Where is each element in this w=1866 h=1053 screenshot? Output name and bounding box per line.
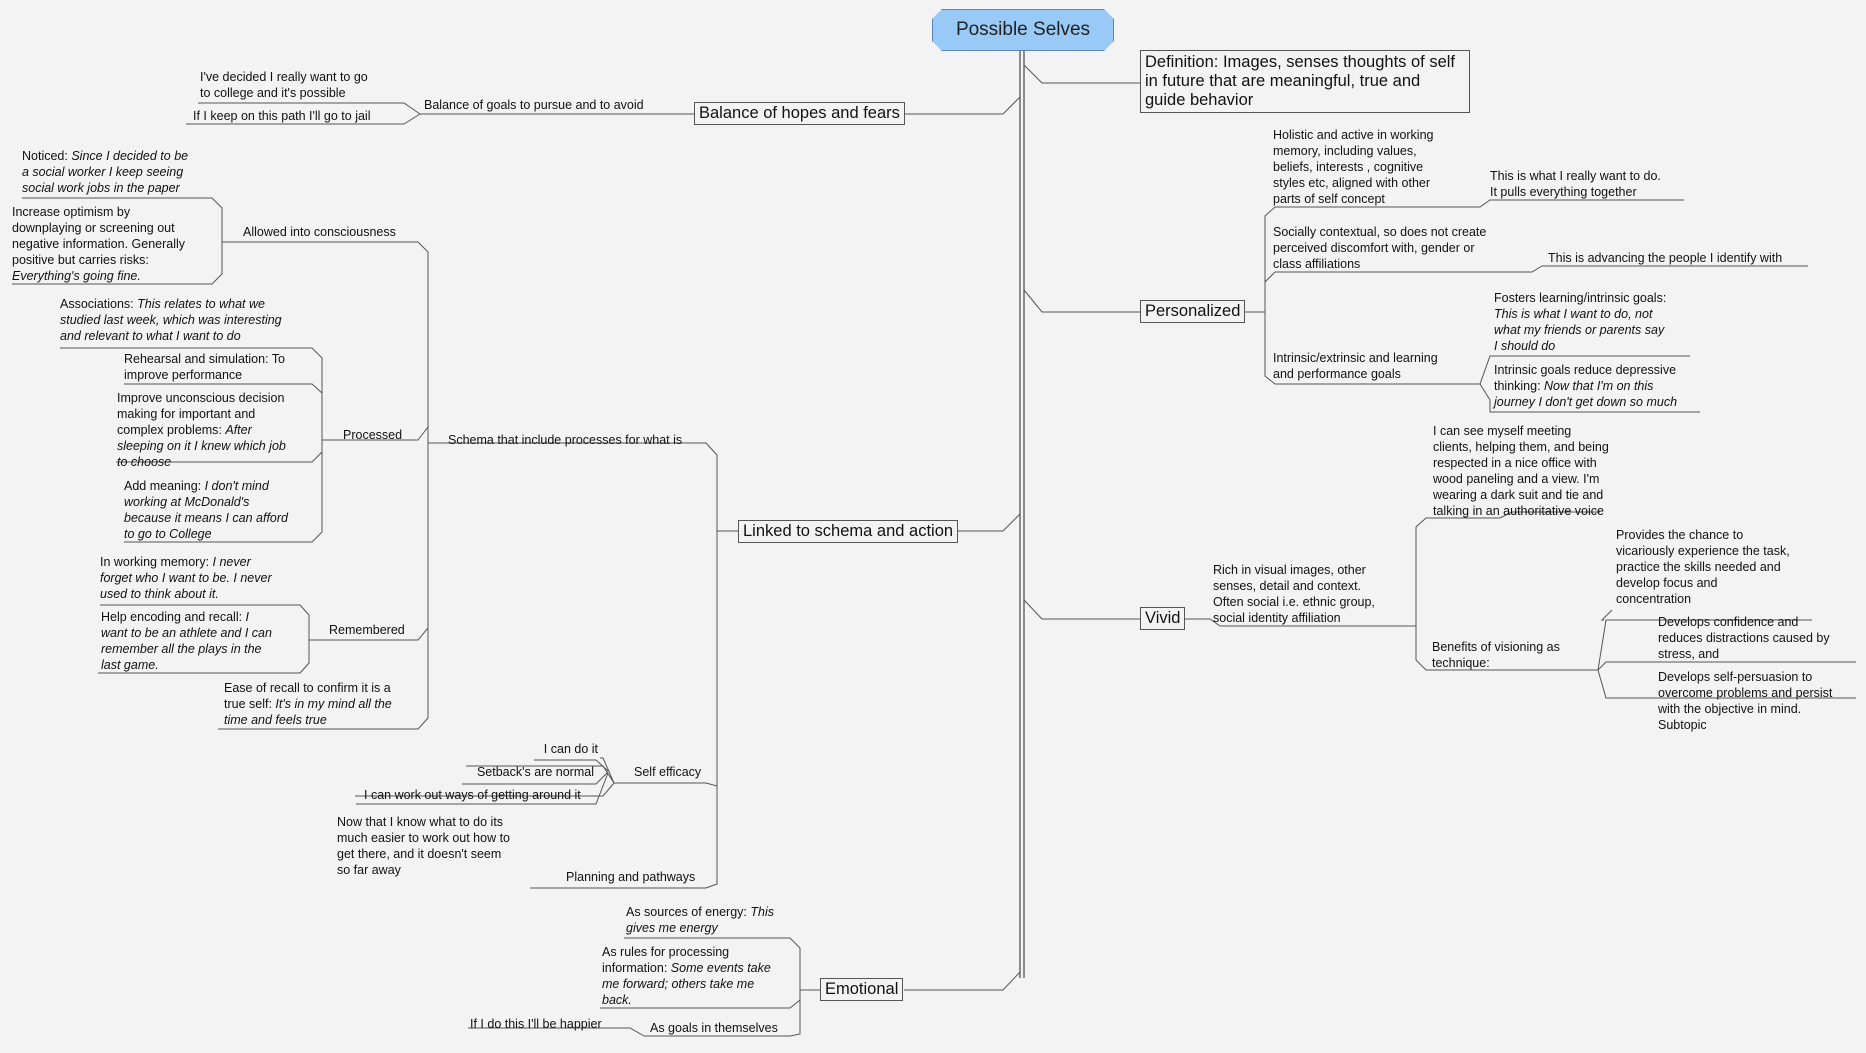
improve-example: After sleeping on it I knew which job to…: [117, 423, 286, 469]
associations-note[interactable]: Associations: This relates to what we st…: [60, 296, 282, 344]
benefits-note[interactable]: Benefits of visioning as technique:: [1432, 640, 1560, 670]
encoding-label: Help encoding and recall:: [101, 610, 246, 624]
meaning-note[interactable]: Add meaning: I don't mind working at McD…: [124, 478, 288, 542]
reduce-label: Intrinsic goals reduce depressive thinki…: [1494, 363, 1677, 393]
meaning-label: Add meaning:: [124, 479, 205, 493]
vivid-topic[interactable]: Vivid: [1140, 607, 1186, 630]
social-note[interactable]: Socially contextual, so does not create …: [1273, 225, 1487, 271]
encoding-note[interactable]: Help encoding and recall: I want to be a…: [101, 609, 272, 673]
intrinsic-note[interactable]: Intrinsic/extrinsic and learning and per…: [1273, 351, 1438, 381]
reduce-note[interactable]: Intrinsic goals reduce depressive thinki…: [1494, 362, 1677, 410]
meaning-example: I don't mind working at McDonald's becau…: [124, 479, 288, 541]
social-example[interactable]: This is advancing the people I identify …: [1548, 251, 1783, 265]
noticed-example: Since I decided to be a social worker I …: [22, 149, 189, 195]
self-efficacy-subtopic[interactable]: Self efficacy: [634, 765, 702, 779]
fosters-note[interactable]: Fosters learning/intrinsic goals: This i…: [1494, 290, 1666, 354]
noticed-label: Noticed:: [22, 149, 72, 163]
working-memory-note[interactable]: In working memory: I never forget who I …: [100, 554, 272, 602]
rules-example: Some events take me forward; others take…: [602, 961, 771, 1007]
working-memory-label: In working memory:: [100, 555, 213, 569]
energy-example: This gives me energy: [626, 905, 774, 935]
root-topic[interactable]: Possible Selves: [932, 9, 1114, 51]
persuasion-note[interactable]: Develops self-persuasion to overcome pro…: [1658, 670, 1833, 732]
personalized-topic[interactable]: Personalized: [1140, 300, 1246, 323]
ease-recall-example: It's in my mind all the time and feels t…: [224, 697, 392, 727]
efficacy-example-3[interactable]: I can work out ways of getting around it: [364, 788, 581, 802]
balance-subtopic[interactable]: Balance of goals to pursue and to avoid: [424, 98, 644, 112]
balance-topic[interactable]: Balance of hopes and fears: [694, 102, 905, 125]
planning-subtopic[interactable]: Planning and pathways: [566, 870, 696, 884]
remembered-subtopic[interactable]: Remembered: [329, 623, 405, 637]
ease-recall-label: Ease of recall to confirm it is a true s…: [224, 681, 391, 711]
chance-note[interactable]: Provides the chance to vicariously exper…: [1616, 528, 1790, 606]
processed-subtopic[interactable]: Processed: [343, 428, 403, 442]
allowed-subtopic[interactable]: Allowed into consciousness: [243, 225, 396, 239]
associations-label: Associations:: [60, 297, 138, 311]
holistic-note[interactable]: Holistic and active in working memory, i…: [1273, 128, 1434, 206]
holistic-example[interactable]: This is what I really want to do. It pul…: [1490, 169, 1661, 199]
energy-label: As sources of energy:: [626, 905, 751, 919]
planning-example[interactable]: Now that I know what to do its much easi…: [337, 815, 510, 877]
rules-label: As rules for processing information:: [602, 945, 730, 975]
rehearsal-note[interactable]: Rehearsal and simulation: To improve per…: [124, 352, 285, 382]
goals-example[interactable]: If I do this I'll be happier: [470, 1017, 602, 1031]
improve-note[interactable]: Improve unconscious decision making for …: [117, 390, 286, 470]
schema-topic[interactable]: Linked to schema and action: [738, 520, 959, 543]
working-memory-example: I never forget who I want to be. I never…: [100, 555, 272, 601]
ease-recall-note[interactable]: Ease of recall to confirm it is a true s…: [224, 680, 392, 728]
goals-note[interactable]: As goals in themselves: [650, 1021, 778, 1035]
associations-example: This relates to what we studied last wee…: [60, 297, 282, 343]
fosters-example: This is what I want to do, not what my f…: [1494, 307, 1665, 353]
rules-note[interactable]: As rules for processing information: Som…: [602, 944, 771, 1008]
schema-subtopic[interactable]: Schema that include processes for what i…: [448, 433, 683, 447]
efficacy-example-1[interactable]: I can do it: [543, 742, 598, 756]
confidence-note[interactable]: Develops confidence and reduces distract…: [1658, 615, 1830, 661]
fosters-label: Fosters learning/intrinsic goals:: [1494, 291, 1667, 305]
reduce-example: Now that I'm on this journey I don't get…: [1494, 379, 1678, 409]
improve-label: Improve unconscious decision making for …: [117, 391, 285, 437]
optimism-label: Increase optimism by downplaying or scre…: [12, 205, 186, 267]
noticed-note[interactable]: Noticed: Since I decided to be a social …: [22, 148, 188, 196]
seeing-myself-example[interactable]: I can see myself meeting clients, helpin…: [1433, 424, 1609, 518]
emotional-topic[interactable]: Emotional: [820, 978, 904, 1001]
definition-topic[interactable]: Definition: Images, senses thoughts of s…: [1140, 50, 1470, 113]
efficacy-example-2[interactable]: Setback's are normal: [476, 765, 594, 779]
rich-note[interactable]: Rich in visual images, other senses, det…: [1213, 563, 1375, 625]
balance-example-hope[interactable]: I've decided I really want to go to coll…: [200, 70, 368, 100]
optimism-example: Everything's going fine.: [12, 269, 141, 283]
optimism-note[interactable]: Increase optimism by downplaying or scre…: [12, 204, 185, 284]
energy-note[interactable]: As sources of energy: This gives me ener…: [626, 904, 774, 936]
balance-example-fear[interactable]: If I keep on this path I'll go to jail: [193, 109, 371, 123]
encoding-example: I want to be an athlete and I can rememb…: [101, 610, 272, 672]
